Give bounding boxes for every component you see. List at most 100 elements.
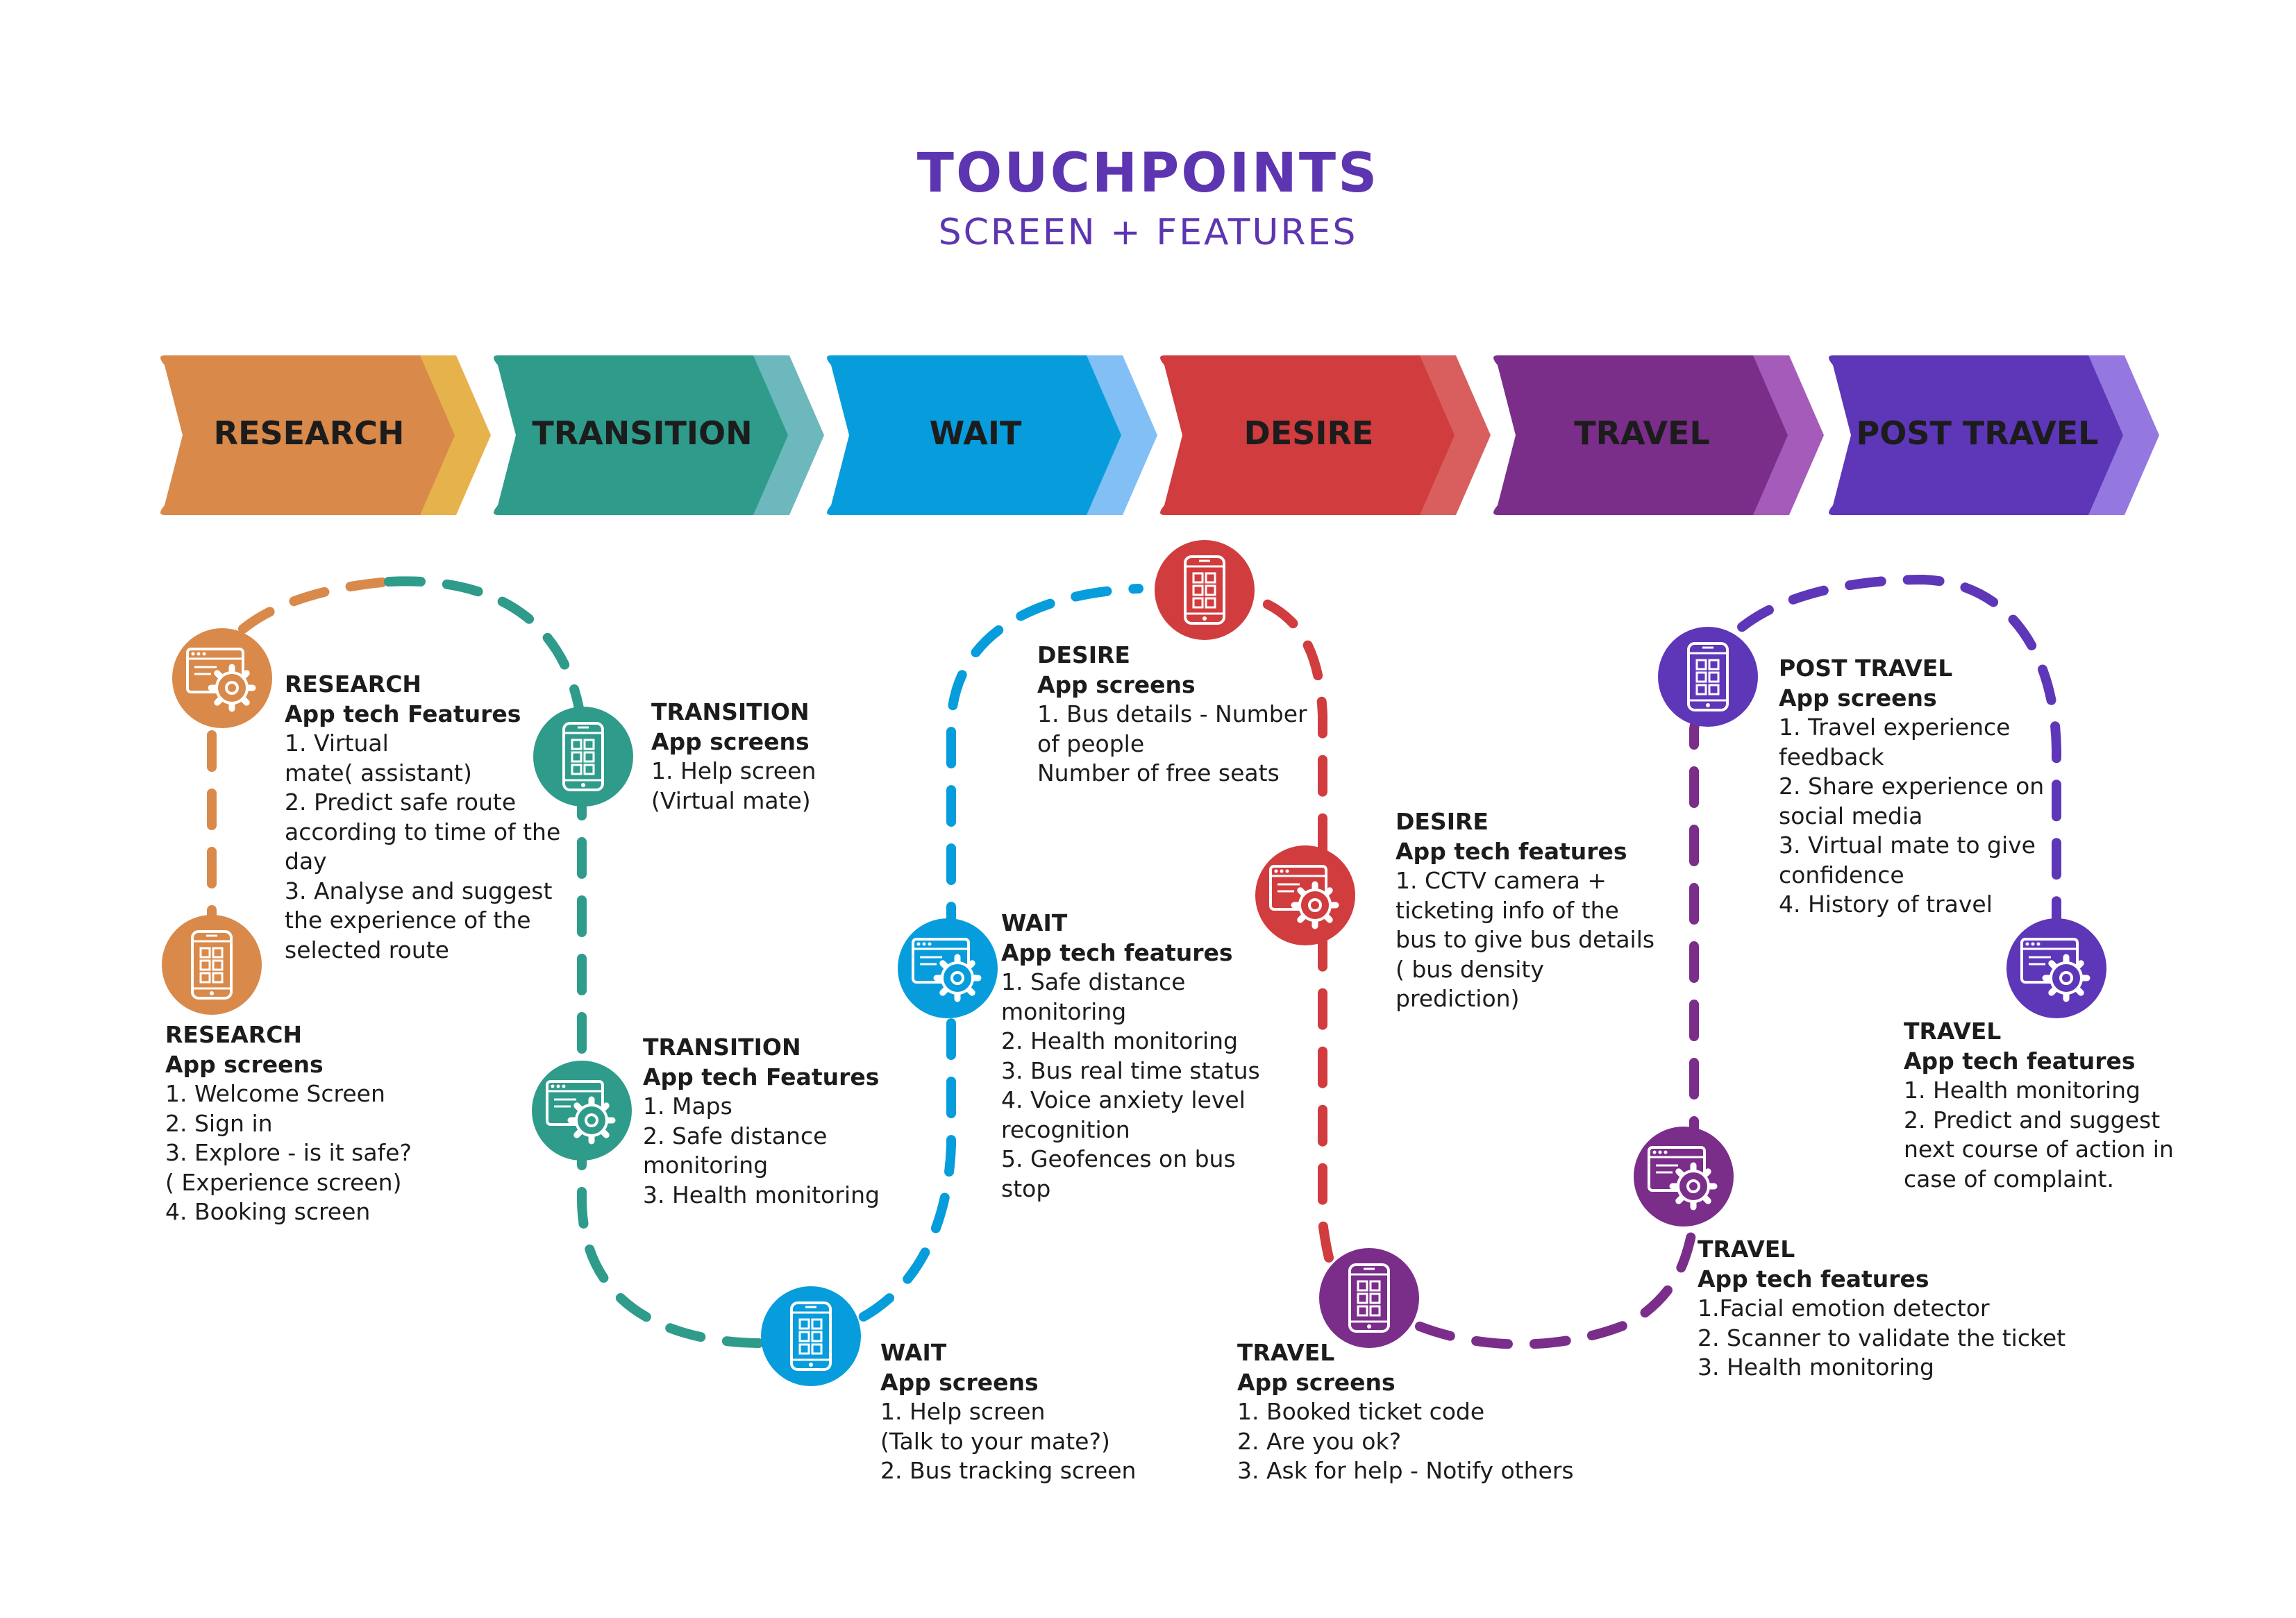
touchpoint-line: 1. Welcome Screen xyxy=(165,1080,385,1107)
browser-gear-icon xyxy=(1269,865,1339,929)
touchpoint-title: DESIRE xyxy=(1037,641,1130,668)
touchpoint-line: 2. Predict and suggest xyxy=(1904,1106,2161,1134)
touchpoint-line: 3. Health monitoring xyxy=(1698,1354,1934,1381)
phone-body xyxy=(1348,1263,1390,1333)
stage-label-research: RESEARCH xyxy=(213,414,405,452)
touchpoint-line: Number of free seats xyxy=(1037,759,1280,786)
stage-label-desire: DESIRE xyxy=(1243,414,1374,452)
stage-chevron-body xyxy=(1493,355,1788,515)
touchpoint-line: 4. History of travel xyxy=(1779,891,1993,918)
touchpoint-line: 2. Predict safe route xyxy=(285,789,517,816)
touchpoint-line: 1. Bus details - Number xyxy=(1037,700,1307,727)
stage-chevron-body xyxy=(494,355,788,515)
touchpoint-title: TRAVEL xyxy=(1904,1018,2002,1045)
touchpoint-line: 3. Ask for help - Notify others xyxy=(1237,1457,1574,1484)
touchpoint-line: 2. Safe distance xyxy=(643,1122,828,1149)
marker-circle xyxy=(1155,540,1255,640)
stage-chevron-travel xyxy=(1493,355,1824,515)
touchpoint-line: 3. Health monitoring xyxy=(643,1181,880,1208)
stage-chevron-body xyxy=(1829,355,2123,515)
touchpoint-line: 2. Scanner to validate the ticket xyxy=(1698,1324,2066,1351)
touchpoint-line: 4. Booking screen xyxy=(165,1198,371,1225)
touchpoint-marker-research-features xyxy=(172,628,272,728)
touchpoint-marker-desire-screens xyxy=(1155,540,1255,640)
touchpoint-line: 3. Explore - is it safe? xyxy=(165,1139,412,1166)
touchpoint-line: 2. Are you ok? xyxy=(1237,1427,1402,1455)
touchpoint-line: 1. Help screen xyxy=(651,757,816,784)
marker-circle xyxy=(1658,627,1758,727)
touchpoint-line: next course of action in xyxy=(1904,1136,2174,1163)
touchpoint-subtitle: App screens xyxy=(651,727,810,755)
smartphone-icon xyxy=(562,722,604,791)
touchpoint-title: TRAVEL xyxy=(1698,1236,1795,1263)
touchpoint-line: feedback xyxy=(1779,743,1884,770)
touchpoint-marker-transition-screens xyxy=(533,707,633,807)
touchpoint-line: case of complaint. xyxy=(1904,1165,2114,1193)
touchpoint-subtitle: App tech Features xyxy=(285,700,521,727)
touchpoint-subtitle: App tech features xyxy=(1001,938,1233,966)
touchpoint-subtitle: App tech features xyxy=(1698,1265,1929,1292)
touchpoint-subtitle: App screens xyxy=(1779,684,1937,711)
touchpoint-title: TRAVEL xyxy=(1237,1339,1335,1366)
touchpoint-line: monitoring xyxy=(643,1152,769,1179)
touchpoint-line: selected route xyxy=(285,936,449,963)
phone-body xyxy=(1184,555,1225,625)
browser-gear-icon xyxy=(912,938,982,1002)
touchpoint-line: 2. Bus tracking screen xyxy=(880,1457,1137,1484)
touchpoint-title: WAIT xyxy=(880,1339,947,1366)
touchpoint-line: 3. Analyse and suggest xyxy=(285,877,553,904)
touchpoint-line: according to time of the xyxy=(285,818,561,845)
touchpoint-line: 2. Share experience on xyxy=(1779,773,2045,800)
marker-circle xyxy=(1319,1248,1419,1348)
touchpoint-line: 1. Booked ticket code xyxy=(1237,1398,1485,1425)
marker-circle xyxy=(533,707,633,807)
touchpoint-subtitle: App tech features xyxy=(1904,1047,2136,1075)
stage-label-wait: WAIT xyxy=(929,414,1022,452)
touchpoint-line: 1. CCTV camera + xyxy=(1396,867,1607,894)
page-subtitle: SCREEN + FEATURES xyxy=(938,212,1358,253)
phone-body xyxy=(790,1301,832,1371)
touchpoint-title: TRANSITION xyxy=(643,1034,801,1061)
touchpoint-line: monitoring xyxy=(1001,997,1127,1025)
stage-label-travel: TRAVEL xyxy=(1574,414,1710,452)
touchpoint-line: recognition xyxy=(1001,1115,1130,1143)
browser-window xyxy=(2020,938,2079,984)
touchpoint-subtitle: App tech features xyxy=(1396,837,1627,865)
touchpoint-line: day xyxy=(285,848,327,875)
browser-window xyxy=(1269,865,1327,911)
touchpoint-marker-research-screens xyxy=(162,915,262,1015)
browser-window xyxy=(546,1080,604,1126)
touchpoint-line: mate( assistant) xyxy=(285,759,472,786)
path-segment xyxy=(384,576,587,730)
smartphone-icon xyxy=(1184,555,1225,625)
touchpoint-line: 2. Sign in xyxy=(165,1109,273,1137)
touchpoint-line: bus to give bus details xyxy=(1396,926,1655,953)
browser-window xyxy=(912,938,970,984)
touchpoint-subtitle: App tech Features xyxy=(643,1063,880,1090)
browser-gear-icon xyxy=(546,1080,616,1145)
stage-chevron-body xyxy=(160,355,455,515)
touchpoint-marker-post-travel-screens xyxy=(1658,627,1758,727)
smartphone-icon xyxy=(191,930,233,1000)
touchpoint-line: ( Experience screen) xyxy=(165,1168,402,1196)
touchpoint-line: 1.Facial emotion detector xyxy=(1698,1295,1990,1322)
touchpoint-marker-transition-features xyxy=(532,1061,632,1161)
path-segment xyxy=(1703,574,2061,973)
touchpoint-subtitle: App screens xyxy=(165,1050,324,1078)
marker-circle xyxy=(761,1286,861,1386)
touchpoint-line: 1. Help screen xyxy=(880,1398,1046,1425)
browser-window xyxy=(1648,1146,1706,1192)
touchpoint-line: (Talk to your mate?) xyxy=(880,1427,1110,1455)
stage-label-post-travel: POST TRAVEL xyxy=(1856,414,2099,452)
touchpoint-line: 1. Maps xyxy=(643,1093,732,1120)
touchpoint-line: social media xyxy=(1779,802,1923,829)
